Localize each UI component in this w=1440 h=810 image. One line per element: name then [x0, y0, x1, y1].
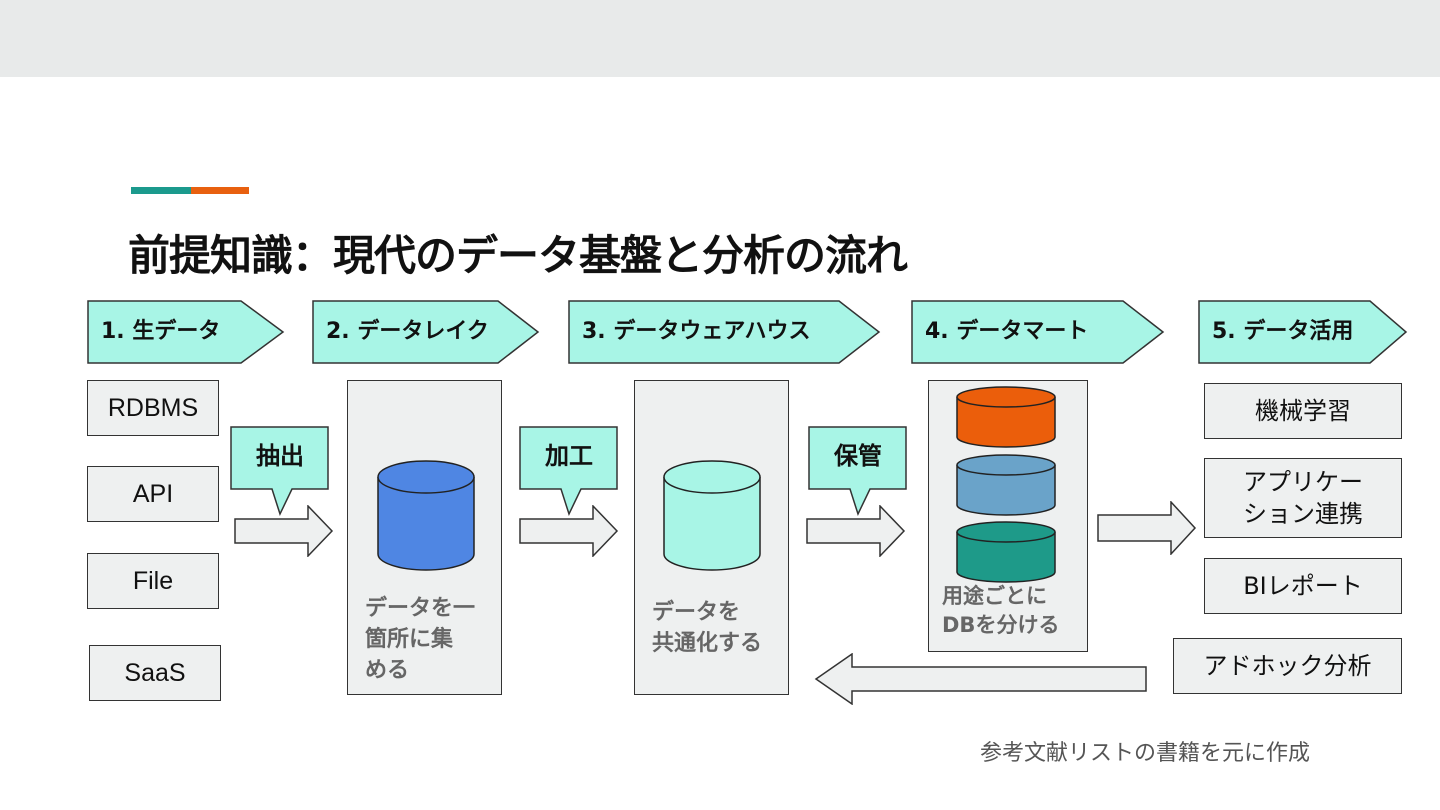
source-file: File — [87, 553, 219, 609]
chevron-icon — [312, 300, 540, 364]
data-warehouse-description: データを 共通化する — [652, 597, 762, 659]
data-mart-description: 用途ごとに DBを分ける — [942, 582, 1059, 640]
step-label: 5. データ活用 — [1212, 319, 1354, 344]
footnote: 参考文献リストの書籍を元に作成 — [980, 741, 1311, 766]
chevron-icon — [568, 300, 881, 364]
database-cylinder-icon — [663, 460, 761, 571]
step-label: 3. データウェアハウス — [582, 319, 811, 344]
text-line: 箇所に集 — [365, 627, 454, 652]
step-label: 4. データマート — [925, 319, 1089, 344]
chevron-icon — [911, 300, 1165, 364]
step-raw-data: 1. 生データ — [87, 300, 285, 364]
data-lake-description: データを一 箇所に集 める — [365, 593, 475, 686]
output-machine-learning: 機械学習 — [1204, 383, 1402, 439]
text-line: データを — [652, 600, 741, 625]
source-api: API — [87, 466, 219, 522]
source-rdbms: RDBMS — [87, 380, 219, 436]
step-data-lake: 2. データレイク — [312, 300, 540, 364]
chevron-icon — [87, 300, 285, 364]
header-band — [0, 0, 1440, 77]
callout-label: 抽出 — [256, 442, 304, 470]
title-accent-teal — [131, 187, 191, 194]
database-cylinder-icon — [956, 386, 1056, 448]
callout-process: 加工 — [519, 426, 619, 518]
callout-label: 保管 — [834, 442, 882, 470]
text-line: 用途ごとに — [942, 584, 1047, 608]
database-cylinder-icon — [956, 454, 1056, 516]
step-label: 2. データレイク — [326, 319, 489, 344]
output-bi-report: BIレポート — [1204, 558, 1402, 614]
callout-extract: 抽出 — [230, 426, 330, 518]
output-adhoc-analysis: アドホック分析 — [1173, 638, 1402, 694]
right-arrow-icon — [1097, 501, 1197, 555]
step-data-mart: 4. データマート — [911, 300, 1165, 364]
output-label: アプリケーション連携 — [1243, 468, 1363, 528]
text-line: データを一 — [365, 596, 476, 621]
page-title: 前提知識：現代のデータ基盤と分析の流れ — [128, 231, 908, 280]
source-saas: SaaS — [89, 645, 221, 701]
step-label: 1. 生データ — [101, 319, 221, 344]
callout-store: 保管 — [808, 426, 908, 518]
step-data-warehouse: 3. データウェアハウス — [568, 300, 881, 364]
step-data-usage: 5. データ活用 — [1198, 300, 1408, 364]
title-accent-orange — [191, 187, 249, 194]
output-app-integration: アプリケーション連携 — [1204, 458, 1402, 538]
text-line: める — [365, 658, 410, 683]
speech-bubble-icon — [519, 426, 618, 517]
text-line: 共通化する — [652, 631, 763, 656]
text-line: DBを分ける — [942, 613, 1060, 637]
right-arrow-icon — [519, 505, 619, 557]
right-arrow-icon — [234, 505, 334, 557]
database-cylinder-icon — [377, 460, 475, 571]
right-arrow-icon — [806, 505, 906, 557]
chevron-icon — [1198, 300, 1408, 364]
callout-label: 加工 — [545, 442, 593, 470]
speech-bubble-icon — [808, 426, 907, 517]
database-cylinder-icon — [956, 521, 1056, 583]
speech-bubble-icon — [230, 426, 329, 517]
left-arrow-icon — [814, 653, 1147, 705]
